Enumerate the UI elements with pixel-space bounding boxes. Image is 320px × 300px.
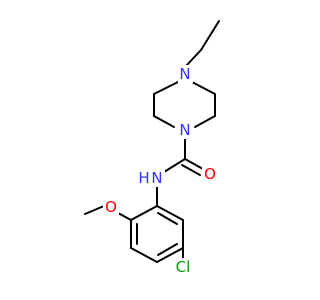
- atom-n-amide-label: N: [151, 169, 162, 187]
- atom-n-top: N: [178, 65, 193, 83]
- atom-cl-label: Cl: [176, 258, 191, 276]
- bond-carbonyl-c-to-nh: [163, 158, 186, 173]
- bond-ring-left-n-top: [153, 81, 179, 95]
- atom-o-carbonyl-label: O: [204, 165, 216, 183]
- atom-o-methoxy-label: O: [105, 198, 117, 216]
- atom-n-amide: N: [149, 169, 165, 187]
- bond-benz-4-5-inner: [157, 243, 178, 256]
- bonds: [84, 20, 220, 263]
- bond-carbonyl-double-1: [184, 158, 204, 170]
- bond-ethyl-ch3-ch2: [200, 20, 220, 51]
- bond-ethyl-ch2-n: [185, 49, 202, 67]
- atom-cl: Cl: [173, 258, 194, 276]
- atom-n-top-label: N: [179, 65, 190, 83]
- atom-n-ring: N: [177, 121, 193, 139]
- bond-carbonyl-double-2: [181, 164, 201, 176]
- bond-o-to-methyl: [84, 205, 105, 215]
- bond-benz-6-1: [156, 205, 184, 221]
- atom-o-methoxy: O: [103, 198, 119, 216]
- bond-benz-4-5: [156, 247, 184, 263]
- atom-n-ring-label: N: [179, 121, 190, 139]
- bond-benz-6-1-inner: [157, 212, 178, 225]
- atom-h-amide: H: [138, 169, 150, 187]
- bond-benz-1-2: [130, 205, 158, 221]
- bond-benz-3-4: [130, 247, 158, 263]
- structure-diagram: N N O N H O Cl: [84, 20, 220, 276]
- atom-labels: N N O N H O Cl: [103, 65, 218, 276]
- bond-ring-to-o-methoxy: [117, 212, 132, 221]
- atom-o-carbonyl: O: [202, 165, 218, 183]
- bond-ring-n-top-right: [191, 81, 216, 95]
- atom-h-amide-label: H: [138, 169, 149, 187]
- bond-ring-n-bottom-left: [153, 115, 175, 128]
- molecule-svg: N N O N H O Cl: [84, 20, 220, 276]
- bond-ring-right-n-bottom: [194, 115, 216, 128]
